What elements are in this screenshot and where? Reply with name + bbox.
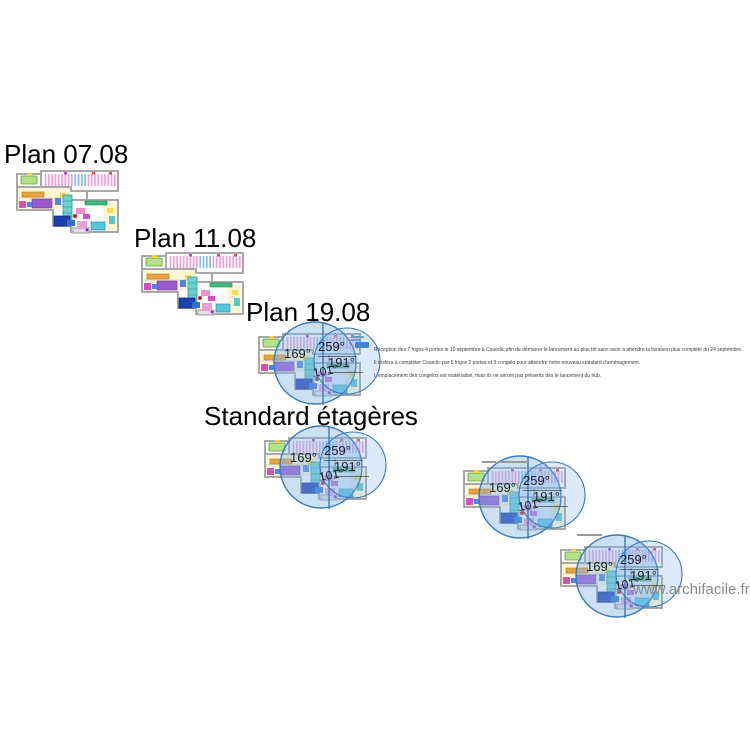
floor-plan-standard-etageres[interactable]: 169°259°191°101°	[263, 425, 387, 509]
plan-title-1108[interactable]: Plan 11.08	[134, 223, 257, 253]
floor-plan-drawing	[16, 170, 119, 234]
floor-plan-11-08[interactable]	[140, 252, 245, 316]
floor-plan-drawing	[463, 455, 586, 539]
angle-label-259: 259°	[324, 443, 351, 458]
plan-title-0708[interactable]: Plan 07.08	[4, 139, 129, 169]
floor-plan-drawing	[560, 534, 683, 618]
floor-plan-variant-2[interactable]: 169°259°191°101°	[559, 534, 683, 618]
angle-label-169: 169°	[290, 450, 317, 465]
angle-label-191: 191°	[630, 568, 657, 583]
angle-label-191: 191°	[334, 459, 361, 474]
floor-plan-drawing	[264, 425, 387, 509]
note-line-2: Il restera à compléter Couedic par 5 fri…	[374, 360, 641, 366]
note-block[interactable]: Réception des 7 frigos 4 portes le 10 se…	[374, 344, 742, 383]
angle-label-259: 259°	[620, 552, 647, 567]
note-line-1: Réception des 7 frigos 4 portes le 10 se…	[374, 347, 743, 353]
micro-text-mark	[577, 534, 602, 536]
watermark-text: www.archifacile.fr	[633, 581, 750, 598]
floor-plan-19-08[interactable]: 169°259°191°101°	[257, 321, 381, 405]
legend-marks	[351, 336, 369, 348]
micro-text-mark	[500, 461, 528, 463]
angle-label-169: 169°	[489, 480, 516, 495]
floor-plan-drawing	[141, 252, 244, 316]
angle-label-169: 169°	[284, 346, 311, 361]
micro-text-mark	[482, 461, 496, 463]
note-line-3: L'emplacement des congélos est matériali…	[374, 373, 602, 379]
floor-plan-07-08[interactable]	[15, 170, 120, 234]
angle-label-169: 169°	[586, 559, 613, 574]
angle-label-191: 191°	[533, 489, 560, 504]
angle-label-191: 191°	[328, 355, 355, 370]
legend-dash	[351, 336, 364, 338]
floor-plan-variant-1[interactable]: 169°259°191°101°	[462, 455, 586, 539]
angle-label-259: 259°	[523, 473, 550, 488]
plan-title-standard-etageres[interactable]: Standard étagères	[204, 401, 418, 431]
legend-dash	[351, 339, 361, 341]
angle-label-259: 259°	[318, 339, 345, 354]
legend-chip	[355, 342, 369, 348]
